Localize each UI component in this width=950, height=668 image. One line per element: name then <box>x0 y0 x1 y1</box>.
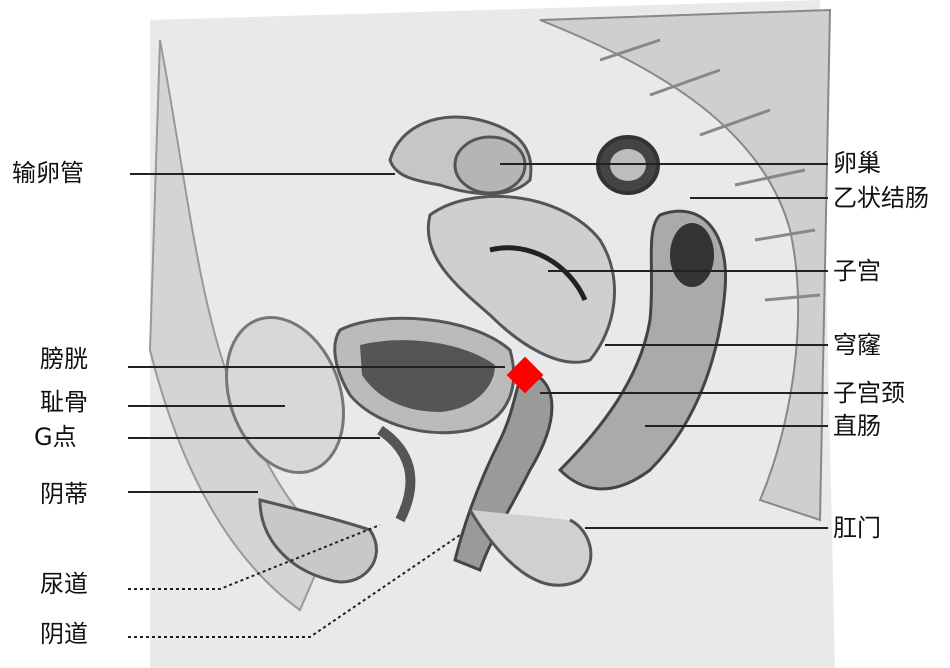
label-urethra: 尿道 <box>40 570 88 598</box>
label-sigmoid-colon: 乙状结肠 <box>833 184 929 212</box>
label-fornix: 穹窿 <box>833 331 881 359</box>
label-pubic-bone: 耻骨 <box>40 388 88 416</box>
label-fallopian-tube: 输卵管 <box>12 159 84 187</box>
label-cervix: 子宫颈 <box>833 379 905 407</box>
label-vagina: 阴道 <box>40 620 88 648</box>
label-bladder: 膀胱 <box>40 345 88 373</box>
label-rectum: 直肠 <box>833 412 881 440</box>
label-clitoris: 阴蒂 <box>40 480 88 508</box>
label-g-spot: G点 <box>34 423 77 451</box>
label-uterus: 子宫 <box>833 257 881 285</box>
label-anus: 肛门 <box>833 514 881 542</box>
label-ovary: 卵巢 <box>833 149 881 177</box>
